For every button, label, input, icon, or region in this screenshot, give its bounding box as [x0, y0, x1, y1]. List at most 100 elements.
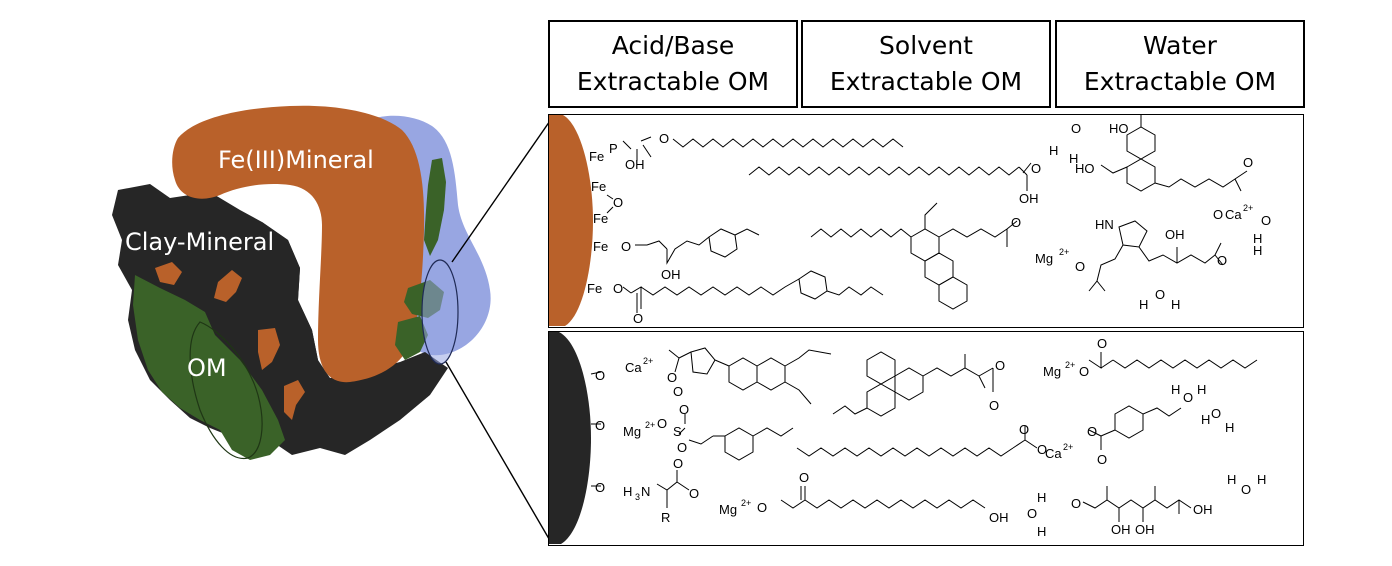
ester-o1-text: O	[757, 500, 767, 515]
zoom-line-top	[451, 117, 553, 263]
header-water-line2: Extractable OM	[1083, 67, 1277, 96]
ho-side-text: HO	[1075, 161, 1095, 176]
header-acid-base: Acid/Base Extractable OM	[548, 20, 798, 108]
water1-h2-text: H	[1069, 151, 1078, 166]
clay-surface-panel: O Ca 2+ O O O Mg 2+ S O O O O H 3 N O O …	[548, 331, 1304, 546]
fe-surface-structures: Fe P O OH Fe O Fe Fe O OH Fe O O O OH O …	[549, 115, 1271, 326]
s-text: S	[673, 424, 682, 439]
clay-mineral-label: Clay-Mineral	[125, 228, 275, 256]
dec-o1-text: O	[1079, 364, 1089, 379]
pyr-o2-text: O	[1217, 253, 1227, 268]
water2-h1-text: H	[1253, 231, 1262, 246]
water3-h2-text: H	[1171, 297, 1180, 312]
aa-o2-text: O	[689, 486, 699, 501]
clay-mineral-notch	[262, 222, 318, 375]
cyc-o2-text: O	[673, 384, 683, 399]
fe-inclusion-4	[284, 380, 305, 420]
mg3-text: Mg	[1043, 364, 1061, 379]
w2-o-text: O	[1211, 406, 1221, 421]
w4-o-text: O	[1027, 506, 1037, 521]
nh-text: HN	[1095, 217, 1114, 232]
fe4-text: Fe	[593, 239, 608, 254]
mg1-charge-text: 2+	[645, 420, 655, 430]
ca-charge-text: 2+	[643, 356, 653, 366]
h3n-h-text: H	[623, 484, 632, 499]
ho-top-text: HO	[1109, 121, 1129, 136]
w3-h1-text: H	[1227, 472, 1236, 487]
oh-p-text: OH	[625, 157, 645, 172]
w1-o-text: O	[1183, 390, 1193, 405]
water1-h-text: H	[1049, 143, 1058, 158]
so2-text: O	[657, 416, 667, 431]
o-p-text: O	[659, 131, 669, 146]
o3-text: O	[595, 480, 605, 495]
water3-h1-text: H	[1139, 297, 1148, 312]
phen-o2-text: O	[989, 398, 999, 413]
fe1-text: Fe	[589, 149, 604, 164]
om-streak-3	[395, 316, 428, 360]
header-acid-base-line2: Extractable OM	[576, 67, 770, 96]
fe-mineral-region	[172, 105, 425, 383]
header-solvent-line1: Solvent	[879, 31, 973, 60]
fe-inclusion-3	[258, 328, 280, 370]
w4-h1-text: H	[1037, 490, 1046, 505]
sugar-o-text: O	[1071, 496, 1081, 511]
w1-h1-text: H	[1171, 382, 1180, 397]
h3n-n-text: N	[641, 484, 650, 499]
aa-r-text: R	[661, 510, 670, 525]
mg-text: Mg	[1035, 251, 1053, 266]
mg3-charge-text: 2+	[1065, 360, 1075, 370]
sugar-oh3-text: OH	[1193, 502, 1213, 517]
water2-h2-text: H	[1253, 243, 1262, 258]
pyr-o3-text: O	[1075, 259, 1085, 274]
so1-text: O	[679, 402, 689, 417]
om-region	[133, 275, 285, 460]
header-acid-base-line1: Acid/Base	[611, 31, 735, 60]
so3-text: O	[677, 440, 687, 455]
acid-oh-text: OH	[1019, 191, 1039, 206]
fe-inclusion-2	[214, 270, 242, 302]
water1-o-text: O	[1071, 121, 1081, 136]
p-text: P	[609, 141, 618, 156]
water2-o-text: O	[1261, 213, 1271, 228]
fe-surface-edge	[549, 115, 593, 326]
o-ester-carbonyl-text: O	[633, 311, 643, 326]
oh-pyr-text: OH	[1165, 227, 1185, 242]
ca-text: Ca	[625, 360, 642, 375]
fe2-text: Fe	[591, 179, 606, 194]
om-streak-1	[424, 158, 446, 256]
fe-inclusion-1	[155, 262, 182, 285]
dec-o2-text: O	[1097, 336, 1107, 351]
fe5-text: Fe	[587, 281, 602, 296]
cyc-o1-text: O	[667, 370, 677, 385]
lc-o1-text: O	[1019, 422, 1029, 437]
sugar-oh2-text: OH	[1135, 522, 1155, 537]
header-solvent-line2: Extractable OM	[829, 67, 1023, 96]
o2-text: O	[595, 418, 605, 433]
carbox-o-text: O	[1243, 155, 1253, 170]
mg-charge-text: 2+	[1059, 247, 1069, 257]
fe-surface-panel: Fe P O OH Fe O Fe Fe O OH Fe O O O OH O …	[548, 114, 1304, 328]
o-ether-text: O	[621, 239, 631, 254]
ester-o2-text: O	[799, 470, 809, 485]
h3n-3-text: 3	[635, 492, 640, 502]
fe3-text: Fe	[593, 211, 608, 226]
acid-o-text: O	[1031, 161, 1041, 176]
o1-text: O	[595, 368, 605, 383]
oh-ether-text: OH	[661, 267, 681, 282]
w3-h2-text: H	[1257, 472, 1266, 487]
clay-surface-edge	[549, 332, 591, 544]
w2-h2-text: H	[1225, 420, 1234, 435]
header-water-line1: Water	[1143, 31, 1217, 60]
benz-o2-text: O	[1097, 452, 1107, 467]
header-solvent: Solvent Extractable OM	[801, 20, 1051, 108]
o-ester-text: O	[613, 281, 623, 296]
w4-h2-text: H	[1037, 524, 1046, 539]
fe-mineral-label: Fe(III)Mineral	[218, 146, 374, 174]
pyr-o1-text: O	[1213, 207, 1223, 222]
ca-text: Ca	[1225, 207, 1242, 222]
w2-h1-text: H	[1201, 412, 1210, 427]
om-outline	[189, 321, 263, 459]
water3-o-text: O	[1155, 287, 1165, 302]
soil-particle	[112, 105, 553, 545]
